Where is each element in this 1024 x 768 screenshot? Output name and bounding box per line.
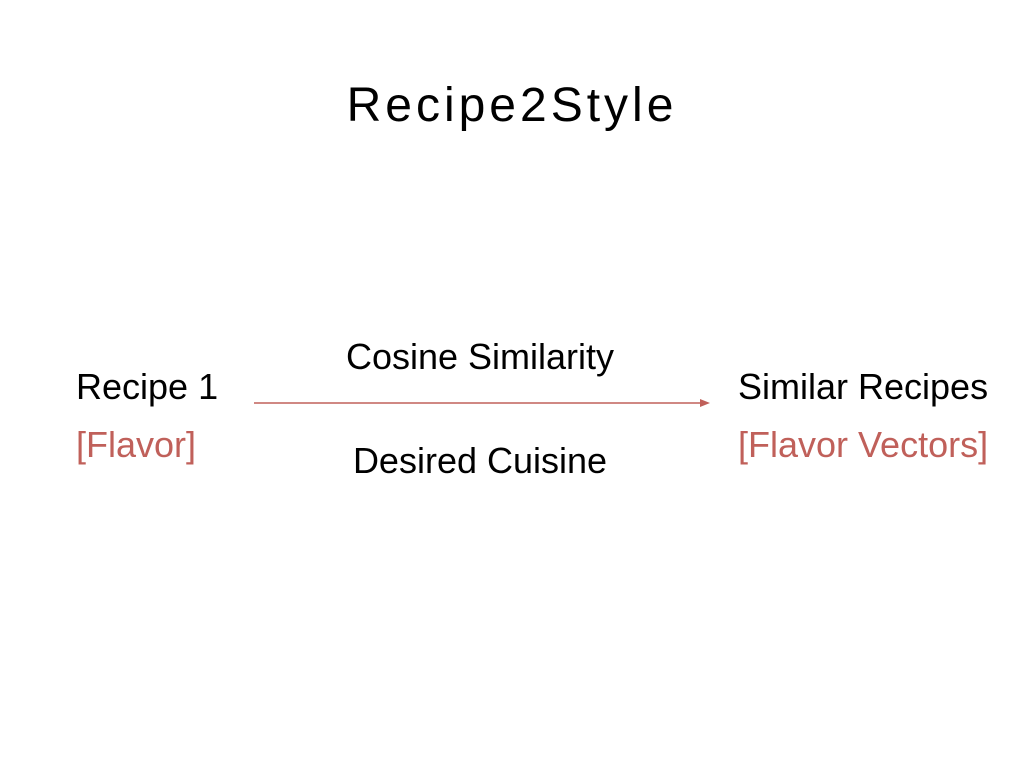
edge-label-above: Cosine Similarity bbox=[345, 336, 615, 377]
edge-label-below: Desired Cuisine bbox=[352, 440, 608, 481]
arrow-connector bbox=[254, 399, 710, 407]
source-node-sublabel: [Flavor] bbox=[76, 424, 197, 465]
target-node-label: Similar Recipes bbox=[738, 366, 989, 407]
source-node-label: Recipe 1 bbox=[76, 366, 219, 407]
arrow-head-icon bbox=[700, 399, 710, 407]
target-node-sublabel: [Flavor Vectors] bbox=[738, 424, 989, 465]
slide-title: Recipe2Style bbox=[346, 79, 678, 132]
